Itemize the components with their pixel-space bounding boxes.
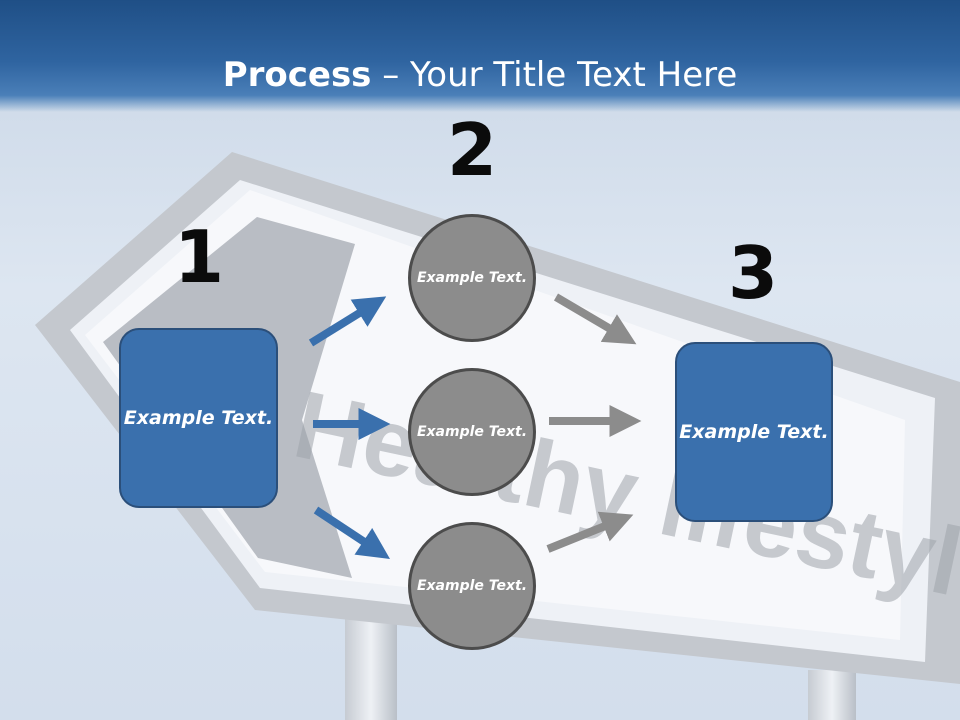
circle-middle[interactable]: Example Text. bbox=[408, 368, 536, 496]
title-bold: Process bbox=[222, 55, 372, 95]
right-step-box[interactable]: Example Text. bbox=[675, 342, 833, 522]
circle-top-text: Example Text. bbox=[416, 269, 528, 286]
left-step-box[interactable]: Example Text. bbox=[119, 328, 278, 508]
title-rest: – Your Title Text Here bbox=[371, 55, 738, 95]
slide-title: Process – Your Title Text Here bbox=[0, 52, 960, 98]
circle-bottom-text: Example Text. bbox=[416, 577, 528, 594]
circle-middle-text: Example Text. bbox=[416, 423, 528, 440]
right-box-text: Example Text. bbox=[679, 420, 829, 443]
step-number-2: 2 bbox=[446, 108, 498, 192]
title-bar bbox=[0, 0, 960, 112]
arrow-to-circle-top bbox=[308, 296, 387, 347]
circle-bottom[interactable]: Example Text. bbox=[408, 522, 536, 650]
arrow-to-circle-bottom bbox=[313, 506, 391, 559]
step-number-3: 3 bbox=[727, 231, 779, 315]
left-box-text: Example Text. bbox=[123, 406, 274, 429]
arrow-from-circle-bottom bbox=[546, 511, 634, 553]
circle-top[interactable]: Example Text. bbox=[408, 214, 536, 342]
step-number-1: 1 bbox=[173, 215, 225, 299]
arrow-from-circle-top bbox=[553, 293, 637, 345]
